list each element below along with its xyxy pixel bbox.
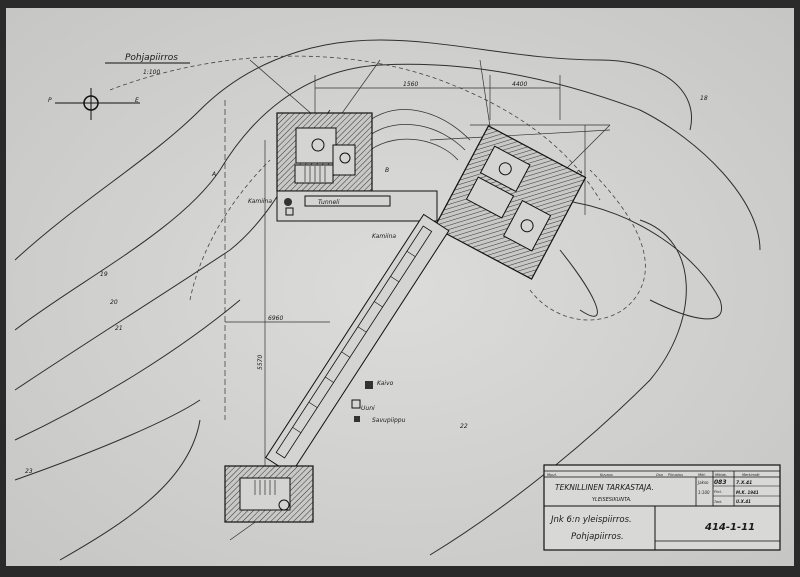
bunker-south bbox=[224, 465, 314, 523]
long-gallery bbox=[265, 213, 450, 475]
compass-east: E bbox=[135, 97, 139, 104]
tb-header-merkinnat: Merkinnät bbox=[742, 473, 760, 477]
drawing-title: Pohjapiirros bbox=[125, 53, 178, 63]
dim-6960: 6960 bbox=[268, 315, 283, 322]
label-kamiina-1: Kamiina bbox=[248, 198, 272, 205]
tb-sign-row-1: Piirt. bbox=[714, 490, 722, 494]
tb-header-muut: Muut. bbox=[547, 473, 557, 477]
tb-header-mitt: Mitt. bbox=[698, 473, 706, 477]
compass-west: P bbox=[48, 97, 52, 104]
chimney-marker bbox=[354, 416, 360, 422]
section-a: A bbox=[211, 171, 216, 178]
contour-label-19: 19 bbox=[100, 271, 108, 278]
tb-sign-row-2: Tark. bbox=[714, 500, 723, 504]
compass-icon bbox=[55, 88, 140, 120]
dim-5570: 5570 bbox=[257, 355, 264, 370]
tb-header-piirustus: Piirustus bbox=[668, 473, 683, 477]
tb-drawing-number: 414-1-11 bbox=[704, 522, 755, 533]
tb-authority: TEKNILLINEN TARKASTAJA. bbox=[555, 483, 654, 492]
well-marker bbox=[365, 381, 373, 389]
stone-embankment bbox=[369, 109, 471, 161]
tb-drawing-subtitle: Pohjapiirros. bbox=[571, 532, 624, 542]
dim-4400: 4400 bbox=[512, 81, 527, 88]
drawing-scale: 1:100 bbox=[143, 69, 160, 76]
tb-drawing-title: Jnk 6:n yleispiirros. bbox=[549, 515, 632, 525]
tb-sheet-no: 083 bbox=[714, 479, 727, 486]
tb-sign-value-1: 7.X.41 bbox=[736, 480, 752, 486]
contour-label-21: 21 bbox=[115, 325, 123, 332]
tunnel-corridor bbox=[276, 190, 438, 222]
label-kaivo: Kaivo bbox=[377, 380, 394, 387]
tb-department: YLEISESIKUNTA. bbox=[592, 497, 632, 503]
label-tunnel: Tunneli bbox=[318, 199, 340, 206]
bunker-north-west bbox=[276, 112, 373, 192]
tb-header-kuvaus: Kuvaus bbox=[600, 473, 613, 477]
tb-header-osa: Osa bbox=[656, 473, 663, 477]
tb-header-mittak: Mittak. bbox=[715, 473, 727, 477]
tb-sign-value-2: M.K. 1941 bbox=[736, 490, 759, 495]
contour-label-20: 20 bbox=[110, 299, 118, 306]
section-b: B bbox=[385, 167, 389, 174]
label-savupiippu: Savupiippu bbox=[372, 417, 406, 424]
label-uuni: Uuni bbox=[361, 405, 375, 412]
title-block bbox=[543, 464, 781, 551]
oven-marker bbox=[351, 399, 361, 409]
tb-scale: 1:100 bbox=[698, 490, 710, 495]
contour-label-22: 22 bbox=[460, 423, 468, 430]
label-kamiina-2: Kamiina bbox=[372, 233, 396, 240]
tb-sign-value-3: U.X.41 bbox=[736, 499, 751, 504]
terrain-contours bbox=[14, 39, 761, 561]
bunker-north-east bbox=[433, 125, 587, 280]
contour-label-23: 23 bbox=[25, 468, 33, 475]
dim-1560: 1560 bbox=[403, 81, 418, 88]
tb-sheet-label: Jakso bbox=[697, 480, 709, 485]
contour-label-18: 18 bbox=[700, 95, 708, 102]
